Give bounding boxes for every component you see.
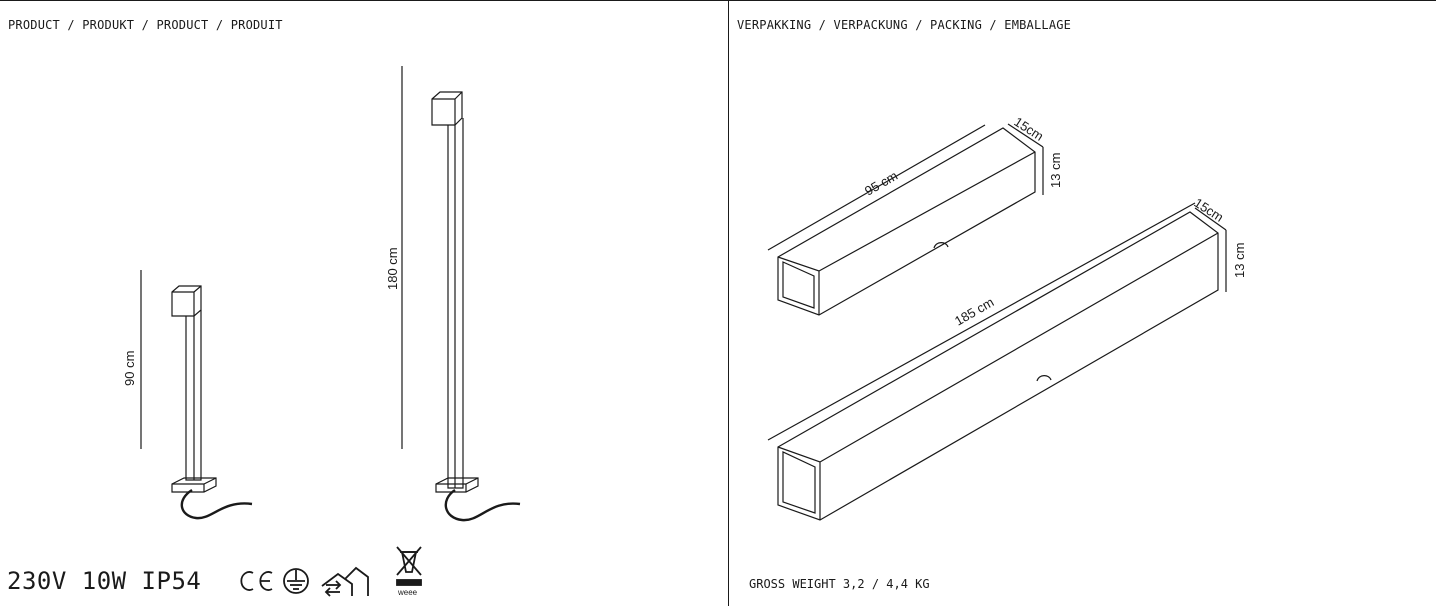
tall-bollard-base [435,477,479,493]
large-box-width-label: 15cm [1191,195,1226,225]
short-height-label: 90 cm [122,351,137,386]
electrical-specs: 230V 10W IP54 [7,567,202,595]
weee-bin-icon [396,546,422,586]
small-box-length-label: 95 cm [862,168,900,199]
large-width-dim [1194,207,1227,231]
small-box-outline [777,127,1036,316]
indoor-outdoor-icon [321,566,369,597]
product-heading: PRODUCT / PRODUKT / PRODUCT / PRODUIT [8,18,283,32]
small-width-dim [1007,123,1044,148]
small-box-width-label: 15cm [1011,114,1046,144]
tall-bollard-head [431,91,463,126]
small-length-dim [767,124,986,251]
tall-bollard [401,66,521,522]
small-box-height-label: 13 cm [1048,153,1063,188]
ground-symbol-icon [283,568,309,594]
short-bollard-base [171,477,217,493]
panel-divider [728,0,729,606]
packing-heading: VERPAKKING / VERPACKUNG / PACKING / EMBA… [737,18,1072,32]
short-bollard-cable [180,488,253,520]
large-box-height-label: 13 cm [1232,243,1247,278]
weee-label: weee [397,588,418,597]
short-bollard [140,270,253,520]
gross-weight: GROSS WEIGHT 3,2 / 4,4 KG [749,577,930,591]
large-box-length-label: 185 cm [952,294,996,328]
large-box-outline [777,211,1219,521]
ce-mark-icon [240,571,273,591]
large-box [767,202,1227,521]
small-box [767,123,1044,316]
top-border [0,0,1436,1]
large-length-dim [767,202,1196,441]
tall-height-label: 180 cm [385,247,400,290]
tall-bollard-cable [444,489,521,522]
